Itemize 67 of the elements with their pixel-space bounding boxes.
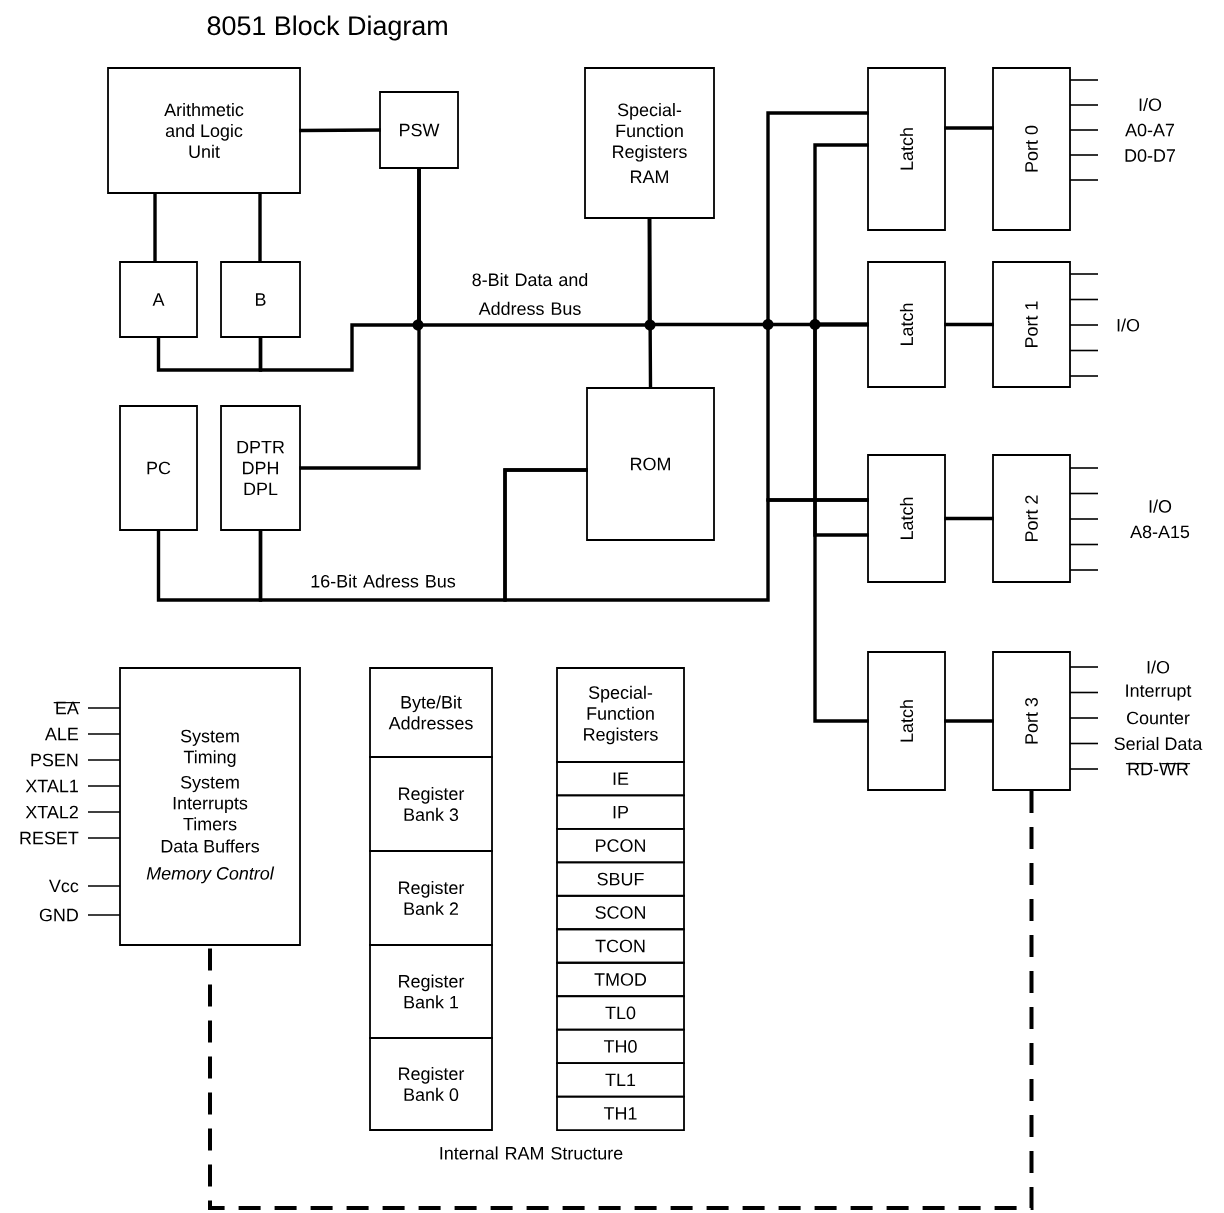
pin-label: XTAL1: [25, 779, 78, 793]
pin-label: Counter: [1127, 711, 1190, 725]
register-box: A: [119, 261, 198, 338]
memory-box: ROM: [586, 387, 715, 541]
latch-box: Latch: [867, 261, 946, 388]
pin-label: PSEN: [31, 753, 78, 767]
caption-text: Internal RAM Structure: [440, 1146, 623, 1160]
control-box: System Timing System Interrupts Timers Data Buffers Memory Control: [119, 667, 301, 946]
bus-line: [944, 126, 994, 130]
register-cell: IP: [556, 794, 685, 830]
port-box: Port 1: [992, 261, 1071, 388]
memory-box: Special-Function Registers RAM: [584, 67, 715, 219]
bus-line: [813, 322, 869, 723]
register-cell: IE: [556, 761, 685, 797]
pin-label: XTAL2: [25, 805, 78, 819]
memory-cell: Special-Function Registers: [556, 667, 685, 763]
bus-label: 8-Bit Data and Address Bus: [472, 272, 588, 316]
bus-label: 16-Bit Adress Bus: [311, 574, 456, 588]
latch-box: Latch: [867, 67, 946, 231]
pin-label: Serial Data: [1114, 736, 1203, 751]
bus-line: [766, 111, 869, 502]
pin-label: I/O: [1147, 660, 1170, 674]
memory-cell: Register Bank 3: [369, 756, 493, 852]
diagram-title: 8051 Block Diagram: [207, 15, 447, 41]
latch-box: Latch: [867, 651, 946, 791]
register-box: B: [220, 261, 301, 338]
pin-label: ALE: [44, 727, 79, 741]
register-cell: TCON: [556, 928, 685, 964]
register-cell: TH1: [556, 1095, 685, 1131]
bus-line: [944, 516, 994, 521]
pin-label: I/O: [1149, 499, 1172, 513]
bus-line: [153, 192, 157, 263]
register-box: DPTR DPH DPL: [220, 405, 301, 531]
register-box: PSW: [379, 91, 459, 169]
bus-line: [944, 719, 994, 723]
port-box: Port 0: [992, 67, 1071, 231]
pin-label: EA: [53, 701, 81, 715]
bus-line: [258, 192, 262, 263]
pin-label: Interrupt: [1126, 684, 1192, 701]
pin-label: A0-A7: [1125, 123, 1175, 137]
pin-label: A8-A15: [1130, 525, 1190, 539]
register-cell: SCON: [556, 894, 685, 931]
register-cell: TMOD: [556, 961, 685, 998]
memory-cell: Register Bank 1: [369, 944, 493, 1039]
register-cell: SBUF: [556, 861, 685, 897]
unit-box: Arithmetic and Logic Unit: [107, 67, 301, 194]
port-box: Port 3: [992, 651, 1071, 791]
memory-cell: Register Bank 2: [369, 850, 493, 946]
pin-label: RESET: [20, 831, 79, 845]
latch-box: Latch: [867, 454, 946, 583]
register-cell: TH0: [556, 1028, 685, 1065]
register-cell: TL1: [556, 1062, 685, 1098]
bus-line: [208, 790, 1034, 1210]
register-cell: TL0: [556, 995, 685, 1031]
pin-label: RD-WR: [1125, 762, 1191, 776]
memory-cell: Byte/Bit Addresses: [369, 667, 493, 758]
pin-label: Vcc: [49, 879, 79, 893]
pin-label: I/O: [1117, 318, 1140, 332]
register-cell: PCON: [556, 827, 685, 864]
pin-label: D0-D7: [1125, 149, 1175, 162]
bus-line: [944, 322, 994, 327]
register-box: PC: [119, 405, 198, 531]
port-box: Port 2: [992, 454, 1071, 583]
pin-label: GND: [39, 908, 78, 922]
bus-line: [299, 128, 381, 133]
pin-label: I/O: [1139, 97, 1162, 112]
memory-cell: Register Bank 0: [369, 1037, 493, 1131]
